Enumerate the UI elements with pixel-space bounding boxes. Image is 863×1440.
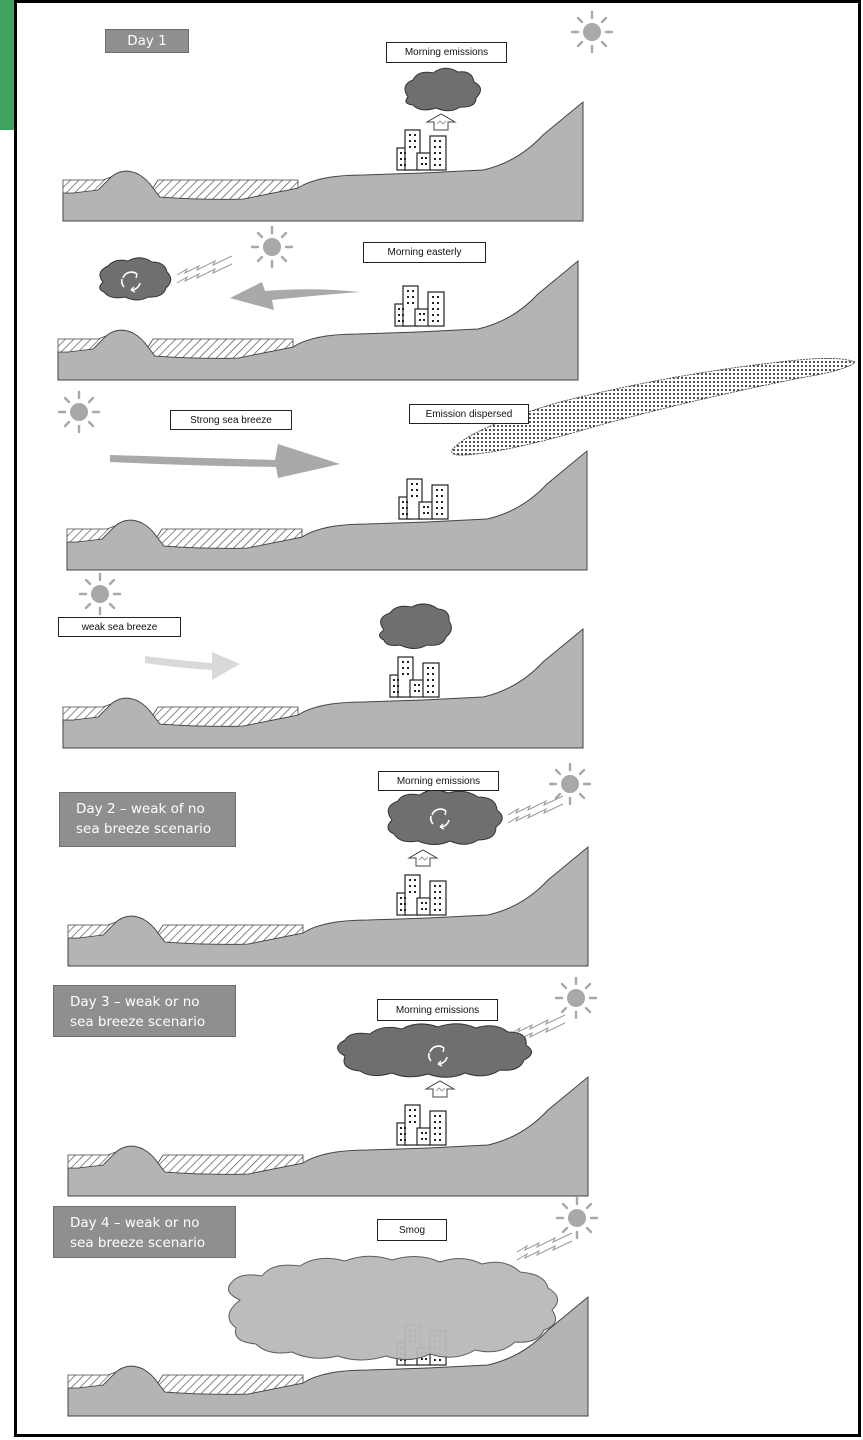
radiation-icon xyxy=(177,256,232,283)
day-2-badge: Day 2 – weak of no sea breeze scenario xyxy=(59,792,236,847)
terrain-cross-section xyxy=(68,1077,588,1196)
terrain-cross-section xyxy=(68,847,588,966)
sun-icon xyxy=(59,392,99,432)
morning-emissions-label: Morning emissions xyxy=(377,999,498,1021)
up-arrow-icon xyxy=(427,114,455,130)
city-buildings xyxy=(397,875,446,915)
sun-icon xyxy=(550,764,590,804)
pollutant-cloud xyxy=(100,258,171,300)
weak-sea-breeze-label: weak sea breeze xyxy=(58,617,181,637)
morning-emissions-label: Morning emissions xyxy=(378,771,499,791)
city-buildings xyxy=(395,286,444,326)
day-4-badge: Day 4 – weak or no sea breeze scenario xyxy=(53,1206,236,1258)
sun-icon xyxy=(572,12,612,52)
day-2-badge-line1: Day 2 – weak of no xyxy=(76,799,235,819)
city-buildings xyxy=(397,130,446,170)
city-buildings xyxy=(399,479,448,519)
morning-easterly-label: Morning easterly xyxy=(363,242,486,263)
easterly-arrow xyxy=(230,282,360,310)
sea-breeze-arrow xyxy=(110,444,340,478)
strong-sea-breeze-label: Strong sea breeze xyxy=(170,410,292,430)
city-buildings xyxy=(397,1105,446,1145)
radiation-icon xyxy=(517,1233,572,1260)
morning-emissions-label: Morning emissions xyxy=(386,42,507,63)
radiation-icon xyxy=(508,796,563,823)
sun-icon xyxy=(80,574,120,614)
day-4-badge-line1: Day 4 – weak or no xyxy=(70,1213,235,1233)
day-1-badge: Day 1 xyxy=(105,29,189,53)
pollutant-cloud xyxy=(388,790,502,845)
pollutant-cloud-large xyxy=(338,1024,532,1078)
terrain-cross-section xyxy=(63,102,583,221)
smog-label: Smog xyxy=(377,1219,447,1241)
day-2-badge-line2: sea breeze scenario xyxy=(76,819,235,839)
smog-cloud xyxy=(228,1256,557,1360)
emission-cloud xyxy=(380,604,452,649)
sun-icon xyxy=(252,227,292,267)
panel-2 xyxy=(58,227,578,380)
up-arrow-icon xyxy=(409,850,437,866)
weak-breeze-arrow xyxy=(145,652,240,680)
day-3-badge-line2: sea breeze scenario xyxy=(70,1012,235,1032)
panel-4 xyxy=(63,574,583,748)
terrain-cross-section xyxy=(67,451,587,570)
sun-icon xyxy=(556,978,596,1018)
day-4-badge-line2: sea breeze scenario xyxy=(70,1233,235,1253)
up-arrow-icon xyxy=(426,1081,454,1097)
emission-cloud xyxy=(405,68,481,111)
city-buildings xyxy=(390,657,439,697)
sun-icon xyxy=(557,1198,597,1238)
day-3-badge-line1: Day 3 – weak or no xyxy=(70,992,235,1012)
emission-dispersed-label: Emission dispersed xyxy=(409,404,529,424)
day-3-badge: Day 3 – weak or no sea breeze scenario xyxy=(53,985,236,1037)
panel-3 xyxy=(59,358,855,570)
terrain-cross-section xyxy=(63,629,583,748)
